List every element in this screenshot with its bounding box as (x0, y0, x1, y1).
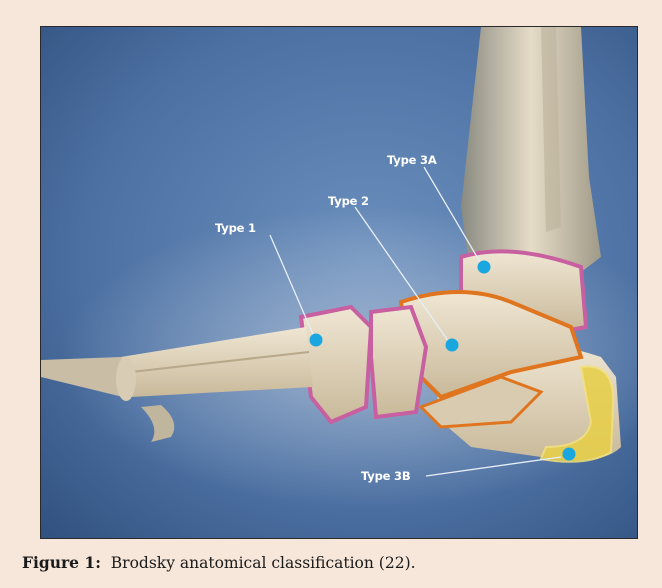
type2-label: Type 2 (328, 194, 369, 208)
type3b-label: Type 3B (361, 469, 410, 483)
foot-illustration: Type 1 Type 2 Type 3A Type 3B (40, 26, 638, 539)
type3a-label: Type 3A (387, 153, 437, 167)
caption-number: Figure 1: (22, 553, 101, 572)
type1-marker (310, 334, 323, 347)
caption-text: Brodsky anatomical classification (22). (111, 554, 416, 572)
figure-caption: Figure 1: Brodsky anatomical classificat… (22, 553, 416, 572)
foot-anatomy-svg: Type 1 Type 2 Type 3A Type 3B (41, 27, 637, 538)
tibia-bone (461, 27, 601, 287)
type3a-marker (478, 261, 491, 274)
type1-label: Type 1 (215, 221, 256, 235)
type3b-marker (563, 448, 576, 461)
type2-marker (446, 339, 459, 352)
